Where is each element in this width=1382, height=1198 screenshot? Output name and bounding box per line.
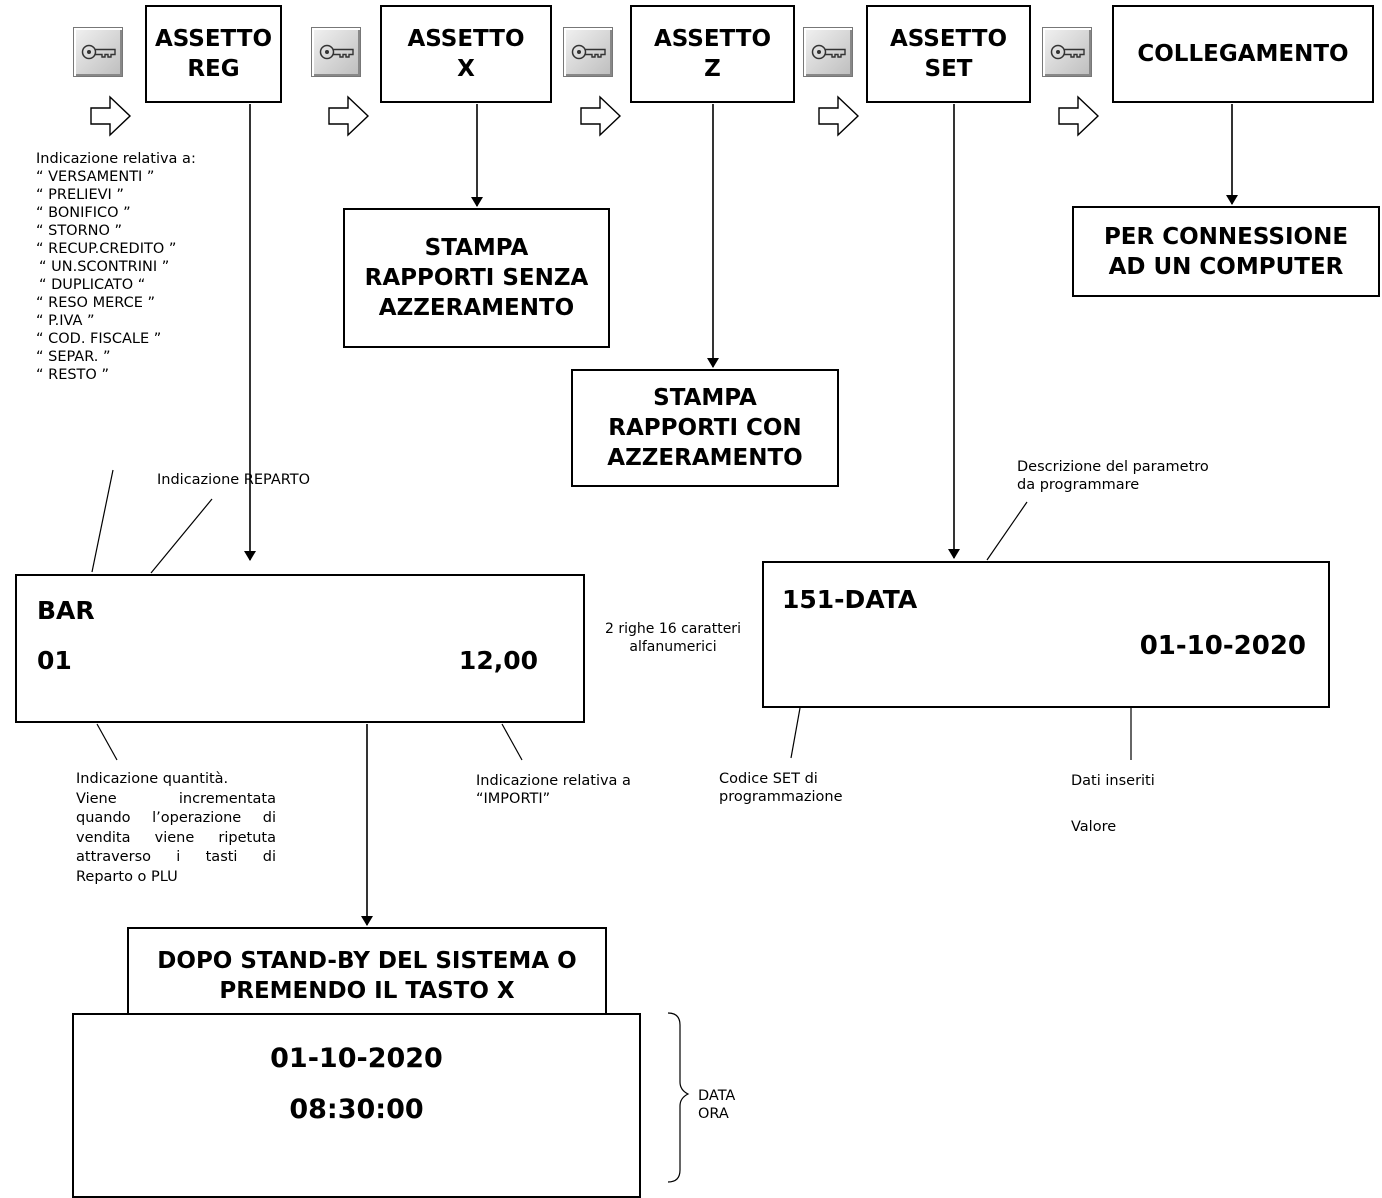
notes-header: Indicazione relativa a: xyxy=(36,151,196,167)
note-line: Indicazione quantità. xyxy=(76,771,229,787)
arrow-right-outline-icon xyxy=(818,95,860,137)
notes-item: “ RECUP.CREDITO ” xyxy=(36,241,177,257)
key-icon xyxy=(803,27,853,77)
mode-line2: X xyxy=(457,56,475,82)
box-line: RAPPORTI CON xyxy=(608,415,802,441)
display-row1: BAR xyxy=(37,596,95,625)
key-icon xyxy=(1042,27,1092,77)
display-amount: 12,00 xyxy=(458,646,538,675)
note-line: programmazione xyxy=(719,789,843,805)
notes-item: “ P.IVA ” xyxy=(36,313,95,329)
notes-item: “ RESO MERCE ” xyxy=(36,295,156,311)
arrow-right-outline-icon xyxy=(1058,95,1100,137)
notes-item: “ BONIFICO ” xyxy=(36,205,131,221)
box-connessione: PER CONNESSIONE AD UN COMPUTER xyxy=(1072,206,1380,297)
mode-line2: Z xyxy=(704,56,721,82)
leader-codice xyxy=(790,707,801,759)
mode-box-collegamento: COLLEGAMENTO xyxy=(1112,5,1374,103)
notes-item: “ SEPAR. ” xyxy=(36,349,111,365)
mode-line1: ASSETTO xyxy=(154,26,273,52)
label-data: DATA xyxy=(698,1088,736,1104)
mode-line1: ASSETTO xyxy=(407,26,525,52)
box-line: STAMPA xyxy=(653,385,757,411)
notes-item: “ PRELIEVI ” xyxy=(36,187,124,203)
box-standby: DOPO STAND-BY DEL SISTEMA O PREMENDO IL … xyxy=(127,927,607,1024)
arrow-right-outline-icon xyxy=(580,95,622,137)
size-line: 2 righe 16 caratteri xyxy=(605,621,741,637)
reparto-label: Indicazione REPARTO xyxy=(157,472,311,488)
mode-line1: ASSETTO xyxy=(889,26,1008,52)
mode-line1: COLLEGAMENTO xyxy=(1137,41,1349,67)
mode-box-x: ASSETTO X xyxy=(380,5,552,103)
key-icon xyxy=(311,27,361,77)
box-line: STAMPA xyxy=(424,235,529,261)
note-line: Reparto o PLU xyxy=(76,868,178,885)
leader-indicazione xyxy=(91,469,114,573)
codice-note: Codice SET di programmazione xyxy=(719,770,843,806)
importi-note: Indicazione relativa a “IMPORTI” xyxy=(476,772,631,808)
leader-descr xyxy=(986,501,1028,561)
notes-item: “ COD. FISCALE ” xyxy=(36,331,162,347)
mode-box-set: ASSETTO SET xyxy=(866,5,1031,103)
box-line: AD UN COMPUTER xyxy=(1108,253,1344,280)
valore-note: Valore xyxy=(1071,819,1117,835)
note-line: Indicazione relativa a xyxy=(476,773,631,789)
mode-line2: SET xyxy=(924,56,973,82)
notes-item: “ DUPLICATO “ xyxy=(39,277,146,293)
box-stampa-x: STAMPA RAPPORTI SENZA AZZERAMENTO xyxy=(343,208,610,348)
note-line: quando l’operazione di xyxy=(76,810,276,826)
box-line: RAPPORTI SENZA xyxy=(364,265,589,291)
reg-notes: Indicazione relativa a: “ VERSAMENTI ” “… xyxy=(36,150,196,384)
key-icon xyxy=(73,27,123,77)
brace-data-ora xyxy=(667,1012,690,1183)
box-line: DOPO STAND-BY DEL SISTEMA O xyxy=(157,947,577,974)
size-line: alfanumerici xyxy=(629,639,717,655)
note-line: vendita viene ripetuta xyxy=(76,829,276,846)
mode-box-z: ASSETTO Z xyxy=(630,5,795,103)
note-line: Viene incrementata xyxy=(76,790,276,807)
clock-labels: DATA ORA xyxy=(698,1087,735,1123)
notes-item: “ RESTO ” xyxy=(36,367,109,383)
mode-line1: ASSETTO xyxy=(653,26,772,52)
display-time: 08:30:00 xyxy=(289,1094,424,1125)
box-line: AZZERAMENTO xyxy=(378,295,575,321)
key-icon xyxy=(563,27,613,77)
note-line: “IMPORTI” xyxy=(476,791,551,807)
note-line: Descrizione del parametro xyxy=(1017,459,1209,475)
note-line: da programmare xyxy=(1017,477,1140,493)
display-date: 01-10-2020 xyxy=(270,1043,443,1074)
dati-note: Dati inseriti xyxy=(1071,773,1155,789)
box-line: PREMENDO IL TASTO X xyxy=(219,977,515,1004)
display-row1: 151-DATA xyxy=(782,585,918,614)
mode-box-reg: ASSETTO REG xyxy=(145,5,282,103)
display-value: 01-10-2020 xyxy=(1139,631,1306,661)
notes-item: “ STORNO ” xyxy=(36,223,123,239)
display-reg: BAR 01 12,00 xyxy=(15,574,585,723)
arrow-right-outline-icon xyxy=(90,95,132,137)
note-line: Codice SET di xyxy=(719,771,818,787)
mode-line2: REG xyxy=(187,56,240,82)
display-clock: 01-10-2020 08:30:00 xyxy=(72,1013,641,1198)
box-line: PER CONNESSIONE xyxy=(1103,223,1349,250)
notes-item: “ UN.SCONTRINI ” xyxy=(39,259,170,275)
display-size-label: 2 righe 16 caratteri alfanumerici xyxy=(588,620,758,656)
box-stampa-z: STAMPA RAPPORTI CON AZZERAMENTO xyxy=(571,369,839,487)
leader-reparto xyxy=(150,498,213,574)
display-set: 151-DATA 01-10-2020 xyxy=(762,561,1330,708)
notes-item: “ VERSAMENTI ” xyxy=(36,169,155,185)
arrow-right-outline-icon xyxy=(328,95,370,137)
note-line: attraverso i tasti di xyxy=(76,849,276,865)
display-qty: 01 xyxy=(37,646,72,675)
descr-note: Descrizione del parametro da programmare xyxy=(1017,458,1209,494)
qty-note: Indicazione quantità. Viene incrementata… xyxy=(76,770,276,887)
leader-importi xyxy=(501,723,523,761)
leader-qty xyxy=(96,723,118,761)
label-ora: ORA xyxy=(698,1106,729,1122)
box-line: AZZERAMENTO xyxy=(607,445,803,471)
